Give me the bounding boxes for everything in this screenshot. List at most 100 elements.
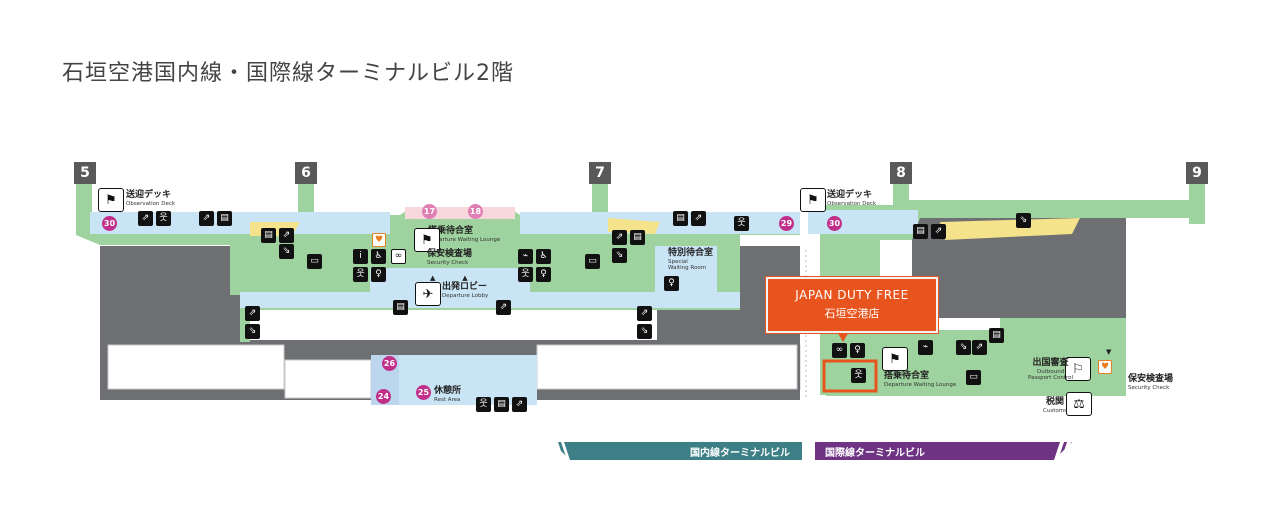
departure-lobby-label: 出発ロビー Departure Lobby	[442, 282, 489, 299]
escalator-icon: ⇗	[245, 306, 260, 321]
intl-departure-lounge-jp: 搭乗待合室	[884, 371, 930, 381]
duty-free-highlight	[822, 359, 878, 393]
restroom-icon: 웃	[518, 267, 533, 282]
escalator-icon: ⇗	[199, 211, 214, 226]
gate-6-badge: 6	[295, 162, 317, 184]
departure-lounge-en: Departure Waiting Lounge	[428, 236, 501, 243]
restroom-icon: 웃	[156, 211, 171, 226]
restroom-icon: ∞	[832, 343, 847, 358]
restroom-icon: 웃	[353, 267, 368, 282]
observation-deck-jp: 送迎デッキ	[126, 190, 172, 200]
escalator-icon: ⇗	[512, 397, 527, 412]
security-check-label: 保安検査場 Security Check	[427, 249, 473, 266]
departure-lobby-jp: 出発ロビー	[442, 282, 488, 292]
restroom-icon: ♀	[664, 276, 679, 291]
departure-lobby-en: Departure Lobby	[442, 292, 489, 299]
aed-icon-intl: ♥	[1098, 360, 1112, 374]
customs-icon: ⚖	[1066, 392, 1092, 416]
stairs-icon: ⇘	[245, 324, 260, 339]
pin-26[interactable]: 26	[382, 356, 397, 371]
pin-17[interactable]: 17	[422, 204, 437, 219]
stairs-icon: ⇘	[637, 324, 652, 339]
departure-lobby-zone	[370, 268, 530, 298]
escalator-icon: ⇗	[279, 228, 294, 243]
stairs-icon: ⇘	[279, 244, 294, 259]
escalator-icon: ⇗	[637, 306, 652, 321]
lounge-seat-icon: ⚑	[414, 228, 440, 252]
observation-deck-label-east: 送迎デッキ Observation Deck	[827, 190, 877, 207]
escalator-icon: ⇗	[931, 224, 946, 239]
intl-corridor	[808, 210, 918, 234]
smoking-icon: ⌁	[518, 249, 533, 264]
pin-24[interactable]: 24	[376, 389, 391, 404]
lobby-arrows: ▲ ▲	[430, 274, 468, 282]
outbound-passport-en2: Passport Control	[1028, 374, 1074, 381]
outbound-passport-en1: Outbound	[1036, 368, 1065, 375]
elevator-icon: ▤	[217, 211, 232, 226]
restroom-icon: 웃	[476, 397, 491, 412]
international-terminal-label: 国際線ターミナルビル	[825, 447, 925, 459]
domestic-terminal-label: 国内線ターミナルビル	[690, 447, 790, 459]
rest-area-label: 休憩所 Rest Area	[434, 386, 461, 403]
special-room-en2: Waiting Room	[668, 264, 707, 271]
international-terminal-band: 国際線ターミナルビル	[815, 442, 1072, 460]
security-check-jp: 保安検査場	[427, 249, 473, 259]
charging-icon: ▭	[307, 254, 322, 269]
gate-8-badge: 8	[890, 162, 912, 184]
pin-18[interactable]: 18	[468, 204, 483, 219]
customs-en: Customs	[1043, 407, 1067, 414]
corridor-east	[520, 212, 800, 234]
duty-free-callout[interactable]: JAPAN DUTY FREE 石垣空港店	[766, 277, 938, 333]
intl-departure-lounge-en: Departure Waiting Lounge	[884, 381, 957, 388]
pin-30-east[interactable]: 30	[827, 216, 842, 231]
down-arrow-marker: ▼	[1106, 348, 1112, 356]
lounge-seat-icon: ⚑	[882, 347, 908, 371]
pin-29[interactable]: 29	[779, 216, 794, 231]
elevator-icon: ▤	[673, 211, 688, 226]
special-room-en1: Special	[668, 258, 688, 265]
escalator-icon: ⇗	[612, 230, 627, 245]
callout-line1: JAPAN DUTY FREE	[795, 288, 909, 302]
intl-departure-lounge-label: 搭乗待合室 Departure Waiting Lounge	[884, 371, 957, 388]
restroom-icon: 웃	[734, 216, 749, 231]
corridor-west	[90, 212, 390, 234]
restroom-icon: 웃	[851, 368, 866, 383]
customs-label: 税関 Customs	[1043, 397, 1067, 414]
aed-icon: ♥	[372, 233, 386, 247]
domestic-band-stripes	[552, 442, 570, 460]
pin-30-west[interactable]: 30	[102, 216, 117, 231]
pin-25[interactable]: 25	[416, 385, 431, 400]
elevator-icon: ▤	[494, 397, 509, 412]
departure-lounge-label: 搭乗待合室 Departure Waiting Lounge	[428, 226, 501, 243]
escalator-icon: ⇗	[496, 300, 511, 315]
restroom-icon: ♀	[536, 267, 551, 282]
observation-deck-en-east: Observation Deck	[827, 200, 877, 207]
escalator-icon: ⇗	[691, 211, 706, 226]
intl-security-jp: 保安検査場	[1128, 374, 1174, 384]
passport-control-icon: ⚐	[1065, 357, 1091, 381]
escalator-icon: ⇗	[972, 340, 987, 355]
intl-security-label: 保安検査場 Security Check	[1128, 374, 1174, 391]
outbound-passport-label: 出国審査 Outbound Passport Control	[1028, 358, 1074, 381]
rest-area-en: Rest Area	[434, 396, 461, 403]
elevator-icon: ▤	[393, 300, 408, 315]
observation-deck-en: Observation Deck	[126, 200, 176, 207]
elevator-icon: ▤	[261, 228, 276, 243]
observation-deck-icon: ⚑	[98, 188, 124, 212]
elevator-icon: ▤	[913, 224, 928, 239]
charging-icon: ▭	[966, 370, 981, 385]
special-room-label: 特別待合室 Special Waiting Room	[668, 248, 714, 271]
restroom-icon: ♀	[850, 343, 865, 358]
observation-deck-jp-east: 送迎デッキ	[827, 190, 873, 200]
outbound-passport-jp: 出国審査	[1032, 358, 1069, 368]
binoculars-icon: ∞	[391, 249, 406, 264]
customs-jp: 税関	[1045, 397, 1064, 407]
gate-7-badge: 7	[589, 162, 611, 184]
departure-lounge-jp: 搭乗待合室	[428, 226, 474, 236]
lobby-corridor	[240, 292, 740, 308]
special-room-jp: 特別待合室	[668, 248, 714, 258]
restroom-icon: ♿	[536, 249, 551, 264]
info-icon: i	[353, 249, 368, 264]
restroom-icon: ♀	[371, 267, 386, 282]
